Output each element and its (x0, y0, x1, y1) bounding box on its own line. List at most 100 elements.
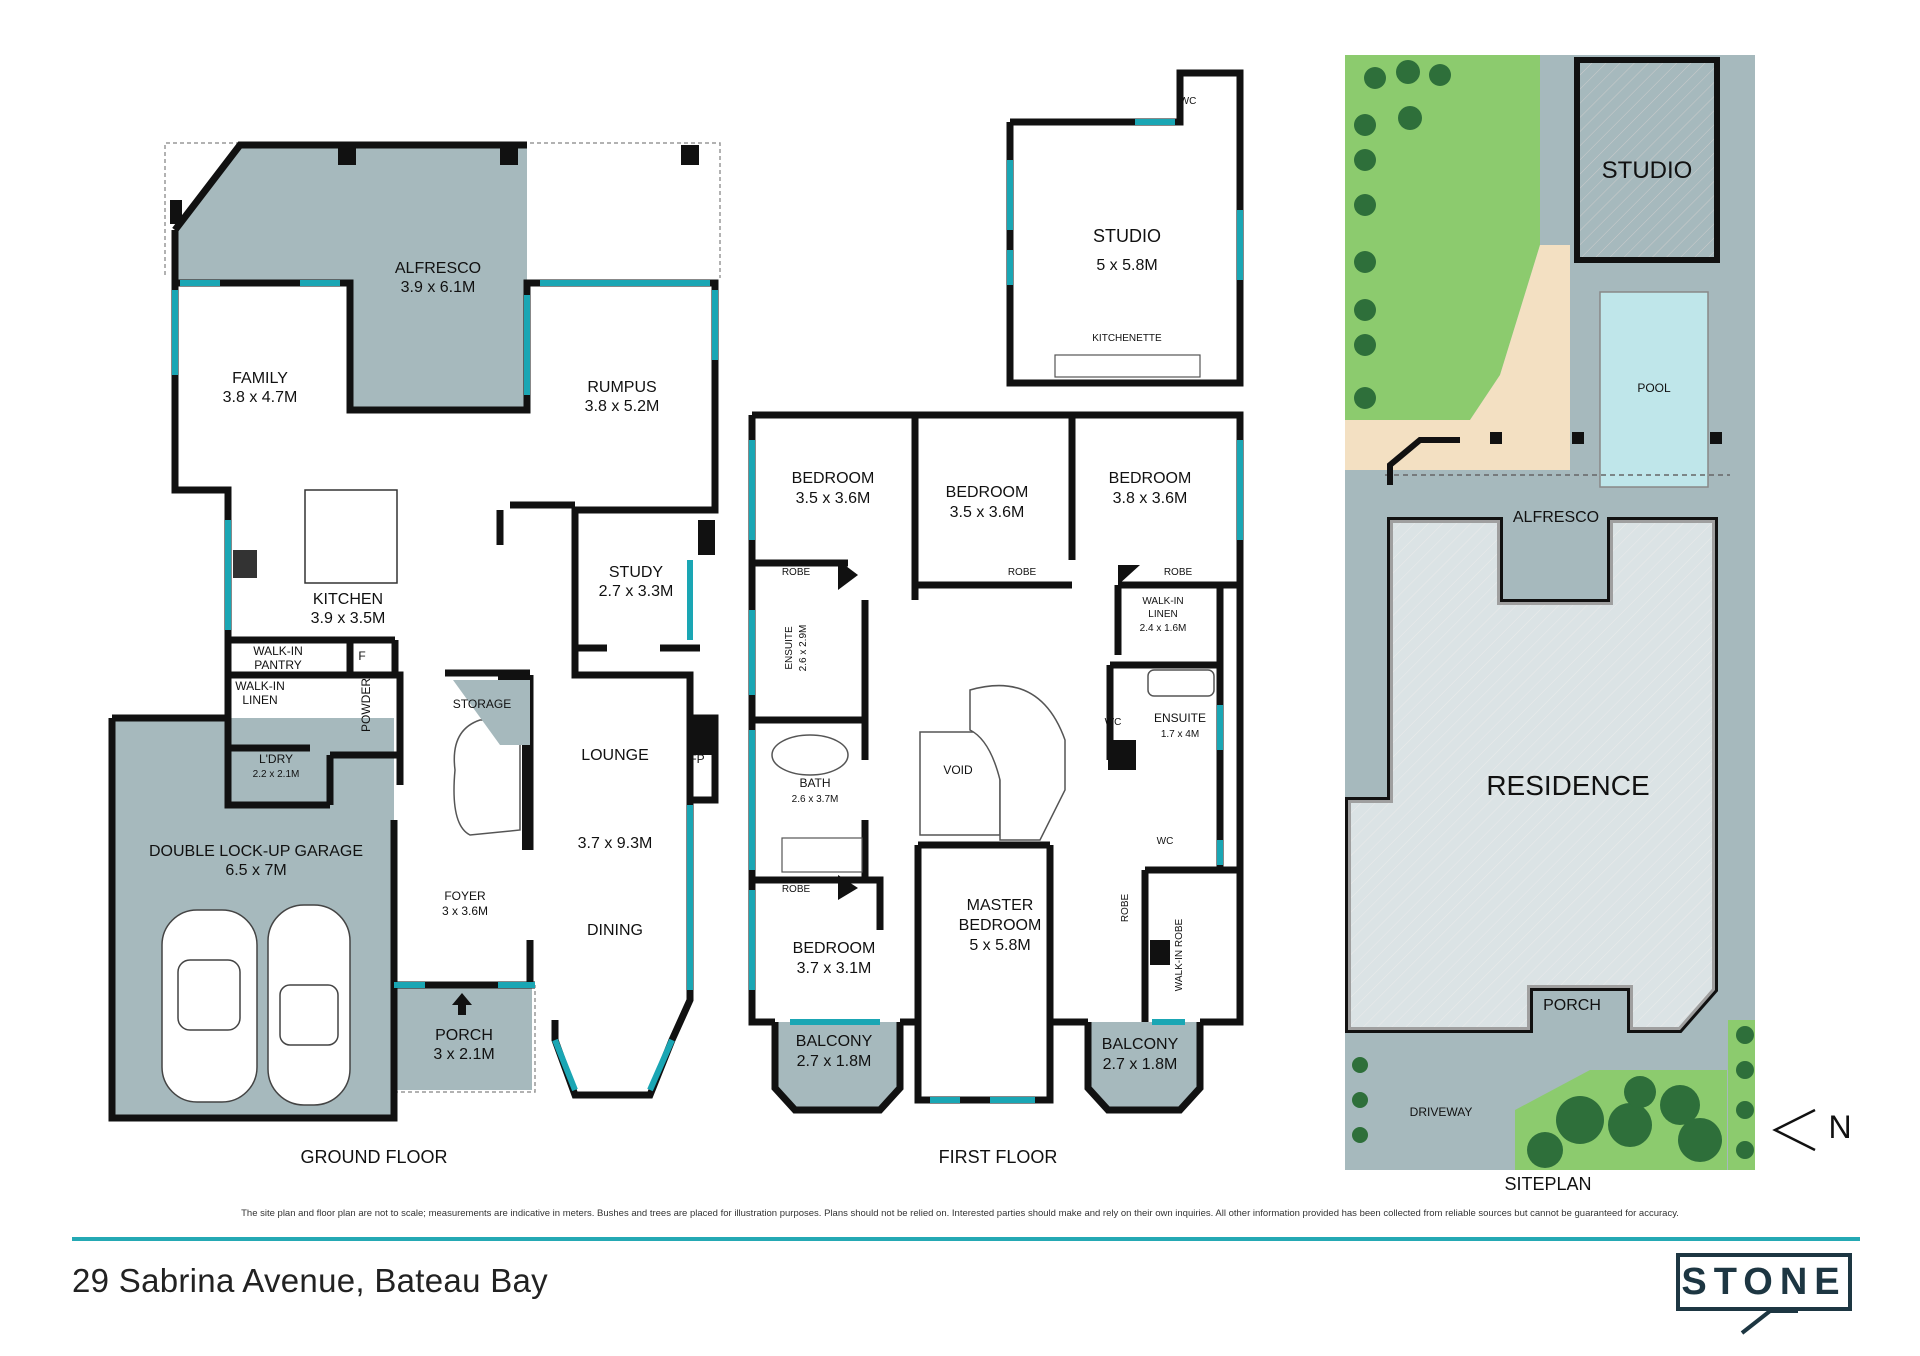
entry-arrow (452, 993, 472, 1015)
ff-linen-size: 2.4 x 1.6M (1140, 623, 1187, 634)
site-deck (1345, 245, 1570, 470)
robe2-label: ROBE (1008, 567, 1037, 578)
balcony-left-area (775, 1022, 900, 1110)
lounge-size: 3.7 x 9.3M (578, 835, 653, 852)
first-floor-windows (749, 440, 1243, 1103)
garage-label: DOUBLE LOCK-UP GARAGE (149, 843, 363, 860)
bath-label: BATH (799, 776, 830, 790)
car-left (161, 909, 258, 1103)
site-studio-label: STUDIO (1602, 157, 1693, 184)
car-right (267, 904, 351, 1106)
staircase (453, 719, 521, 836)
ground-floor-windows (172, 280, 718, 1092)
study-label: STUDY (609, 564, 664, 581)
bedroom2-label: BEDROOM (946, 484, 1029, 501)
balcony-left-size: 2.7 x 1.8M (797, 1053, 872, 1070)
alfresco-label: ALFRESCO (395, 260, 481, 277)
studio-wc-label: WC (1180, 96, 1197, 107)
study-size: 2.7 x 3.3M (599, 583, 674, 600)
foyer-size: 3 x 3.6M (442, 904, 488, 918)
laundry-label: L'DRY (259, 752, 293, 766)
site-lawn (1345, 55, 1540, 420)
studio-label: STUDIO (1093, 226, 1161, 246)
family-label: FAMILY (232, 370, 288, 387)
studio-walls (1006, 69, 1244, 387)
logo-tail-icon (1740, 1309, 1798, 1335)
balcony-right-area (1088, 1022, 1200, 1110)
bath-size: 2.6 x 3.7M (792, 794, 839, 805)
balcony-left-label: BALCONY (796, 1033, 873, 1050)
porch-size: 3 x 2.1M (433, 1046, 494, 1063)
site-trees (1352, 60, 1754, 1168)
bedroom3-label: BEDROOM (1109, 470, 1192, 487)
void-label: VOID (943, 763, 973, 777)
site-pool-label: POOL (1637, 381, 1671, 395)
bedroom1-size: 3.5 x 3.6M (796, 490, 871, 507)
site-alfresco-wall (1387, 437, 1460, 485)
ensuite-bath (1147, 669, 1215, 697)
lounge-label: LOUNGE (581, 747, 649, 764)
walk-in-robe-label: WALK-IN ROBE (1174, 918, 1185, 991)
robe4-label: ROBE (782, 884, 811, 895)
storage-area (453, 680, 530, 745)
robe1-label: ROBE (782, 567, 811, 578)
kitchen-size: 3.9 x 3.5M (311, 610, 386, 627)
balcony-right-label: BALCONY (1102, 1036, 1179, 1053)
master-size: 5 x 5.8M (969, 937, 1030, 954)
studio-windows (1007, 119, 1243, 285)
powder-label: POWDER (359, 678, 373, 732)
gf-linen-label-1: WALK-IN (235, 679, 285, 693)
robe3-label: ROBE (1164, 567, 1193, 578)
ff-linen-label-2: LINEN (1148, 609, 1177, 620)
garage-size: 6.5 x 7M (225, 862, 286, 879)
kitchen-label: KITCHEN (313, 591, 383, 608)
fireplace-label: FP (689, 752, 704, 766)
site-alfresco-label: ALFRESCO (1513, 509, 1599, 526)
kitchen-island (304, 489, 398, 584)
foyer-label: FOYER (444, 889, 486, 903)
ensuite-left-size: 2.6 x 2.9M (798, 625, 809, 672)
site-alfresco-posts (1490, 432, 1722, 444)
property-address: 29 Sabrina Avenue, Bateau Bay (72, 1262, 548, 1299)
spiral-staircase (969, 684, 1066, 841)
site-residence-fill (1348, 520, 1715, 1030)
siteplan: N STUDIO POOL ALFRESCO RESIDENCE PORCH D… (1345, 55, 1852, 1194)
first-floor-wall-blocks (838, 560, 1170, 965)
kitchenette-bench (1054, 354, 1201, 378)
disclaimer-text: The site plan and floor plan are not to … (241, 1208, 1679, 1219)
site-driveway-label: DRIVEWAY (1410, 1105, 1473, 1119)
laundry-size: 2.2 x 2.1M (253, 769, 300, 780)
family-size: 3.8 x 4.7M (223, 389, 298, 406)
pantry-label-1: WALK-IN (253, 644, 303, 658)
wc-lower-label: WC (1157, 836, 1174, 847)
master-label-2: BEDROOM (959, 917, 1042, 934)
footer-rule (72, 1237, 1860, 1241)
ff-linen-label-1: WALK-IN (1142, 596, 1183, 607)
bath-shower (781, 837, 863, 873)
bedroom4-size: 3.7 x 3.1M (797, 960, 872, 977)
balcony-right-size: 2.7 x 1.8M (1103, 1056, 1178, 1073)
kitchenette-label: KITCHENETTE (1092, 333, 1162, 344)
bedroom3-size: 3.8 x 3.6M (1113, 490, 1188, 507)
ensuite-left-label: ENSUITE (784, 626, 795, 670)
dining-label: DINING (587, 922, 643, 939)
siteplan-title: SITEPLAN (1504, 1174, 1591, 1194)
porch-label: PORCH (435, 1027, 493, 1044)
first-floor-title: FIRST FLOOR (939, 1147, 1058, 1167)
rumpus-label: RUMPUS (587, 379, 656, 396)
porch-outline-dashed (394, 985, 536, 1093)
gf-linen-label-2: LINEN (242, 693, 277, 707)
ground-floor-plan: GROUND FLOOR ALFRESCO 3.9 x 6.1M FAMILY … (108, 141, 721, 1167)
bedroom4-label: BEDROOM (793, 940, 876, 957)
stone-logo: STONE (1676, 1253, 1852, 1311)
site-porch-label: PORCH (1543, 997, 1601, 1014)
studio-size: 5 x 5.8M (1096, 257, 1157, 274)
site-studio (1574, 57, 1720, 263)
fridge-label: F (358, 649, 365, 663)
alfresco-area (175, 145, 527, 410)
north-arrow (1772, 1108, 1816, 1152)
cooktop (233, 550, 257, 578)
pantry-label-2: PANTRY (254, 658, 302, 672)
alfresco-size: 3.9 x 6.1M (401, 279, 476, 296)
